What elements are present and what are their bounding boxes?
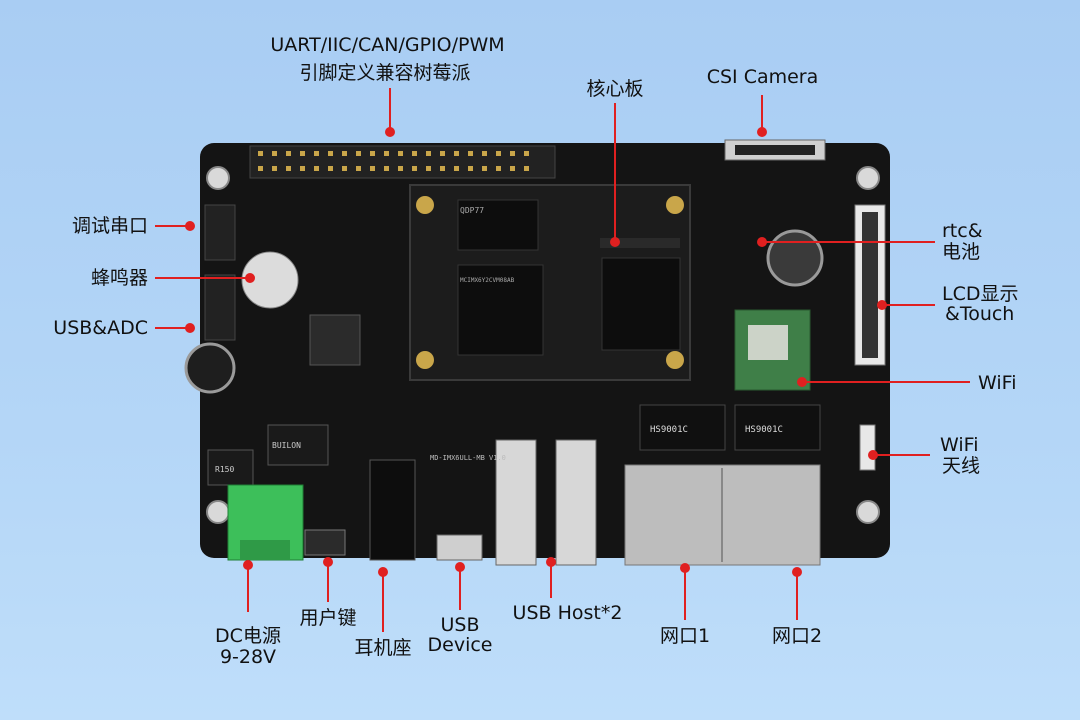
label-eth1: 网口1 <box>659 625 711 647</box>
mounting-holes <box>206 166 880 524</box>
eth-module-1-marking: HS9001C <box>650 425 688 435</box>
inductor-marking: BUILON <box>272 441 301 450</box>
label-dc-line2: 9-28V <box>219 646 277 668</box>
label-usb-dev-line1: USB <box>440 614 480 636</box>
wifi-antenna-connector <box>859 424 876 471</box>
label-debug-uart: 调试串口 <box>71 215 148 237</box>
buzzer-part <box>241 251 299 309</box>
core-board <box>409 184 691 381</box>
usb-host-port-1 <box>495 439 537 566</box>
label-wifi-ant-line2: 天线 <box>942 455 981 477</box>
label-wifi: WiFi <box>978 372 1017 394</box>
board-name-marking: MD-IMX6ULL-MB V1.0 <box>430 454 506 462</box>
label-earphone: 耳机座 <box>354 637 412 659</box>
label-core-board: 核心板 <box>586 78 644 100</box>
usb-device-port <box>436 534 483 561</box>
usb-adc-header <box>204 274 236 341</box>
user-key <box>304 529 346 556</box>
label-csi: CSI Camera <box>706 66 819 88</box>
label-lcd-line2: &Touch <box>945 303 1015 325</box>
label-wifi-ant-line1: WiFi <box>940 434 979 456</box>
rtc-battery <box>766 229 824 287</box>
label-buzzer: 蜂鸣器 <box>90 267 148 289</box>
debug-header <box>204 204 236 261</box>
callouts <box>155 88 970 632</box>
label-eth2: 网口2 <box>771 625 823 647</box>
label-lcd-line1: LCD显示 <box>942 283 1019 305</box>
label-rtc-line1: rtc& <box>942 220 983 242</box>
label-usb-dev-line2: Device <box>427 634 493 656</box>
gpio-header <box>249 145 556 179</box>
label-usb-host: USB Host*2 <box>512 602 623 624</box>
chip-main-marking: MCIMX6Y2CVM08AB <box>460 277 515 284</box>
label-uart: UART/IIC/CAN/GPIO/PWM <box>270 34 505 56</box>
chip-top-marking: QDP77 <box>460 206 484 215</box>
label-user-key: 用户键 <box>299 607 357 629</box>
label-dc-line1: DC电源 <box>215 625 281 647</box>
label-pinout: 引脚定义兼容树莓派 <box>299 62 471 84</box>
label-rtc-line2: 电池 <box>942 241 981 263</box>
earphone-jack <box>369 459 416 561</box>
usb-host-port-2 <box>555 439 597 566</box>
label-usb-adc: USB&ADC <box>53 317 148 339</box>
resistor-marking: R150 <box>215 465 234 474</box>
eth-module-2-marking: HS9001C <box>745 425 783 435</box>
